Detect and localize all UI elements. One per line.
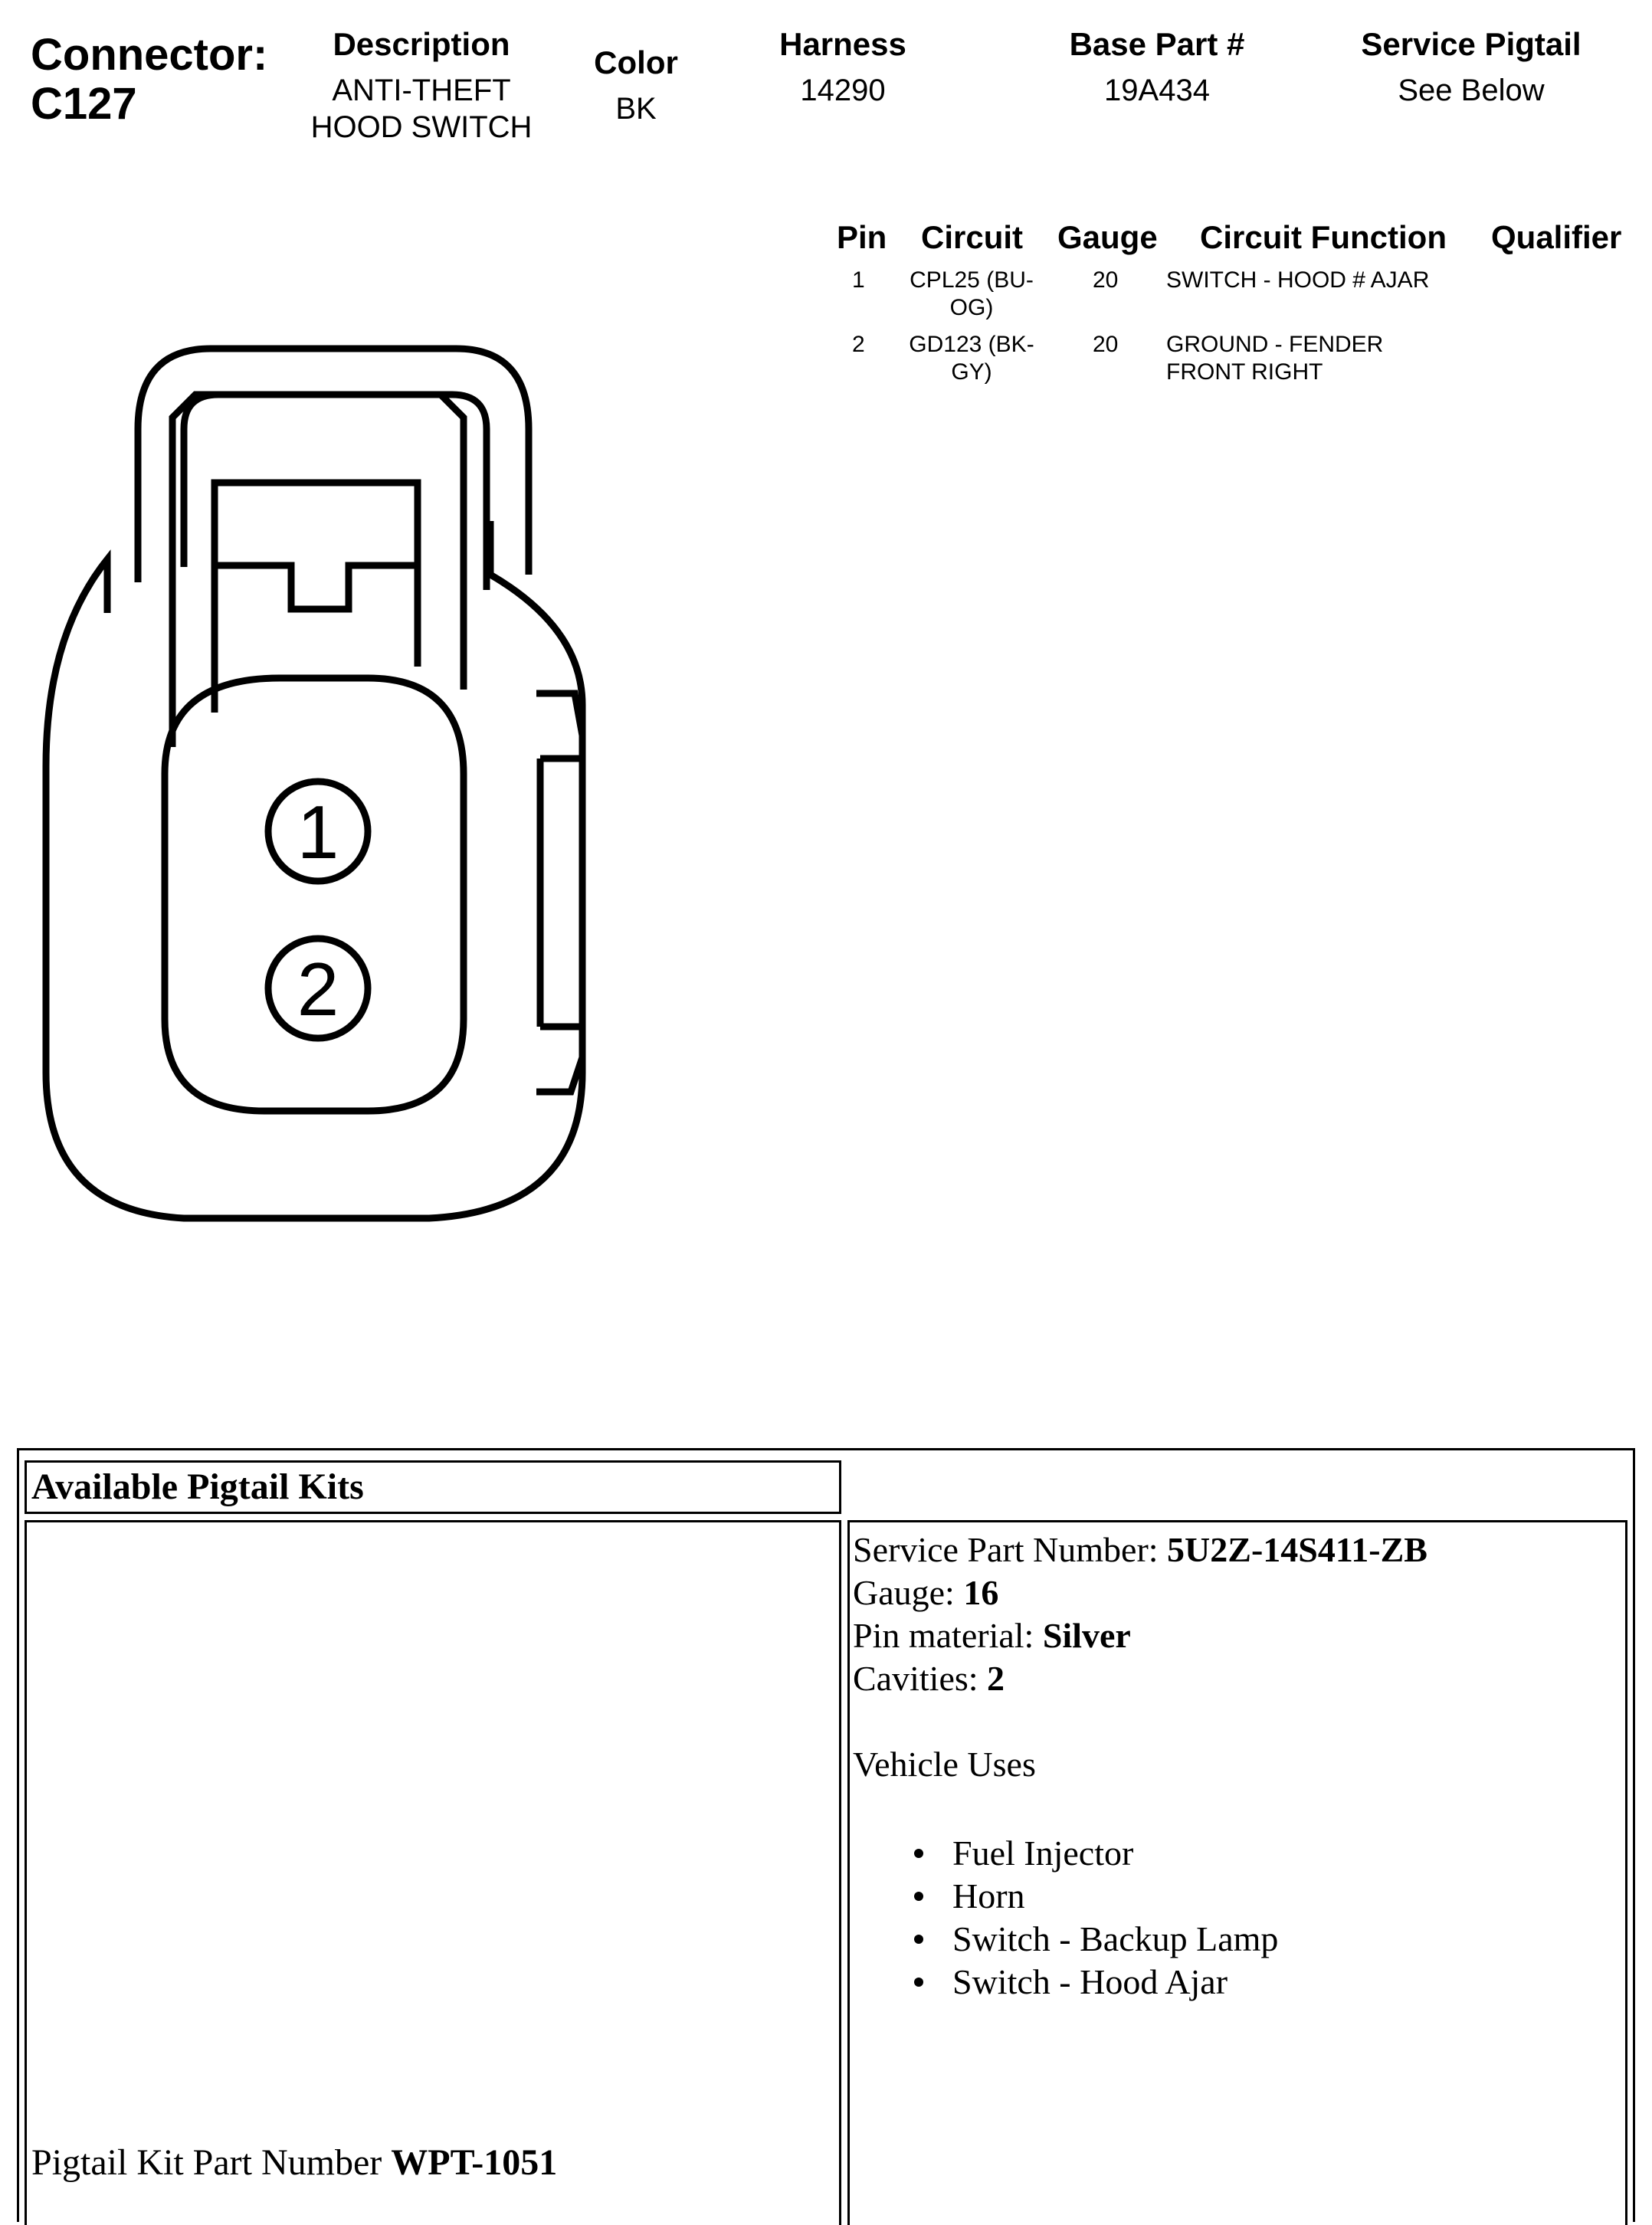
pin-number: 2: [852, 332, 865, 357]
pigtail-gauge: Gauge: 16: [853, 1571, 1427, 1614]
color-column: Color BK: [567, 44, 705, 127]
cavities: Cavities: 2: [853, 1657, 1427, 1700]
pigtail-details-cell: Service Part Number: 5U2Z-14S411-ZB Gaug…: [847, 1520, 1627, 2225]
service-part-value: 5U2Z-14S411-ZB: [1167, 1530, 1427, 1569]
color-value: BK: [615, 92, 657, 126]
pin-circuit-line-1: CPL25 (BU-: [910, 267, 1034, 293]
pin-number: 1: [852, 267, 865, 293]
pin-circuit: GD123 (BK- GY): [895, 331, 1048, 386]
bullet-icon: [914, 1935, 923, 1945]
connector-latch-outer-arch: [134, 345, 533, 582]
pin-2-cavity: [264, 935, 372, 1042]
qualifier-header: Qualifier: [1491, 219, 1622, 255]
pin-function: GROUND - FENDER FRONT RIGHT: [1166, 331, 1488, 386]
harness-header: Harness: [779, 26, 906, 62]
pigtail-kits-container: [17, 1448, 1635, 2222]
service-part-label: Service Part Number:: [853, 1530, 1168, 1569]
list-item: Horn: [914, 1875, 1427, 1918]
connector-latch: [169, 391, 467, 747]
service-pigtail-column: Service Pigtail See Below: [1333, 26, 1609, 109]
pigtail-image-cell: Pigtail Kit Part Number WPT-1051: [25, 1520, 841, 2225]
bullet-icon: [914, 1978, 923, 1987]
pin-function-line-2: FRONT RIGHT: [1166, 359, 1323, 385]
connector-side-rib: [536, 690, 586, 762]
gauge-header: Gauge: [1057, 219, 1158, 255]
connector-label: Connector:: [31, 30, 268, 80]
pin-material-value: Silver: [1042, 1616, 1131, 1655]
color-header: Color: [594, 44, 678, 80]
connector-face-diagram: 1 2: [42, 345, 586, 1222]
pin-circuit: CPL25 (BU- OG): [895, 267, 1048, 322]
base-part-header: Base Part #: [1069, 26, 1245, 62]
circuit-header: Circuit: [921, 219, 1024, 255]
base-part-value: 19A434: [1104, 74, 1210, 107]
connector-latch-inner-arch: [180, 391, 490, 590]
connector-latch-notch: [215, 562, 418, 613]
pin-circuit-line-1: GD123 (BK-: [909, 332, 1034, 357]
pigtail-gauge-value: 16: [963, 1573, 999, 1612]
connector-title: Connector: C127: [31, 31, 267, 129]
vehicle-use-label: Switch - Hood Ajar: [952, 1962, 1228, 2001]
service-pigtail-value: See Below: [1398, 74, 1545, 107]
pin-1-cavity: [264, 778, 372, 885]
vehicle-uses-list: Fuel Injector Horn Switch - Backup Lamp …: [853, 1832, 1427, 2004]
pin-gauge: 20: [1093, 267, 1119, 293]
pin-1-label: 1: [297, 790, 339, 874]
description-column: Description ANTI-THEFT HOOD SWITCH: [299, 26, 544, 146]
harness-column: Harness 14290: [736, 26, 950, 109]
pin-function-line-1: SWITCH - HOOD # AJAR: [1166, 267, 1430, 293]
connector-id: C127: [31, 79, 137, 129]
list-item: Switch - Backup Lamp: [914, 1918, 1427, 1961]
connector-side-rib: [536, 1023, 586, 1096]
service-part-number: Service Part Number: 5U2Z-14S411-ZB: [853, 1529, 1427, 1571]
harness-value: 14290: [800, 74, 886, 107]
pigtail-kit-part-label: Pigtail Kit Part Number: [31, 2142, 392, 2183]
pin-circuit-line-2: GY): [951, 359, 992, 385]
pigtail-title: Available Pigtail Kits: [31, 1466, 364, 1507]
pin-gauge: 20: [1093, 332, 1119, 357]
vehicle-uses-heading: Vehicle Uses: [853, 1745, 1036, 1784]
base-part-column: Base Part # 19A434: [1034, 26, 1280, 109]
pin-material-label: Pin material:: [853, 1616, 1043, 1655]
pigtail-kit-part-number: Pigtail Kit Part Number WPT-1051: [31, 2141, 557, 2184]
cavities-value: 2: [987, 1659, 1005, 1698]
description-line-1: ANTI-THEFT: [332, 74, 511, 107]
pin-function: SWITCH - HOOD # AJAR: [1166, 267, 1488, 294]
connector-outer-housing: [42, 521, 586, 1222]
pin-function-line-1: GROUND - FENDER: [1166, 332, 1384, 357]
description-line-2: HOOD SWITCH: [310, 110, 533, 144]
list-item: Switch - Hood Ajar: [914, 1961, 1427, 2004]
description-header: Description: [333, 26, 510, 62]
service-pigtail-header: Service Pigtail: [1361, 26, 1582, 62]
pin-2-label: 2: [297, 947, 339, 1031]
bullet-icon: [914, 1849, 923, 1859]
circuit-function-header: Circuit Function: [1200, 219, 1447, 255]
vehicle-use-label: Fuel Injector: [952, 1833, 1134, 1873]
pin-material: Pin material: Silver: [853, 1614, 1427, 1657]
bullet-icon: [914, 1892, 923, 1902]
description-value: ANTI-THEFT HOOD SWITCH: [299, 72, 544, 146]
list-item: Fuel Injector: [914, 1832, 1427, 1875]
connector-latch-window: [211, 479, 421, 713]
pin-header: Pin: [837, 219, 887, 255]
pigtail-gauge-label: Gauge:: [853, 1573, 964, 1612]
cavities-label: Cavities:: [853, 1659, 988, 1698]
pigtail-specs: Service Part Number: 5U2Z-14S411-ZB Gaug…: [853, 1529, 1427, 2004]
vehicle-use-label: Horn: [952, 1876, 1025, 1915]
pigtail-kit-part-value: WPT-1051: [391, 2142, 558, 2183]
connector-pin-face: [161, 674, 467, 1115]
pin-circuit-line-2: OG): [949, 295, 994, 320]
pigtail-title-cell: Available Pigtail Kits: [25, 1460, 841, 1514]
vehicle-use-label: Switch - Backup Lamp: [952, 1919, 1279, 1958]
